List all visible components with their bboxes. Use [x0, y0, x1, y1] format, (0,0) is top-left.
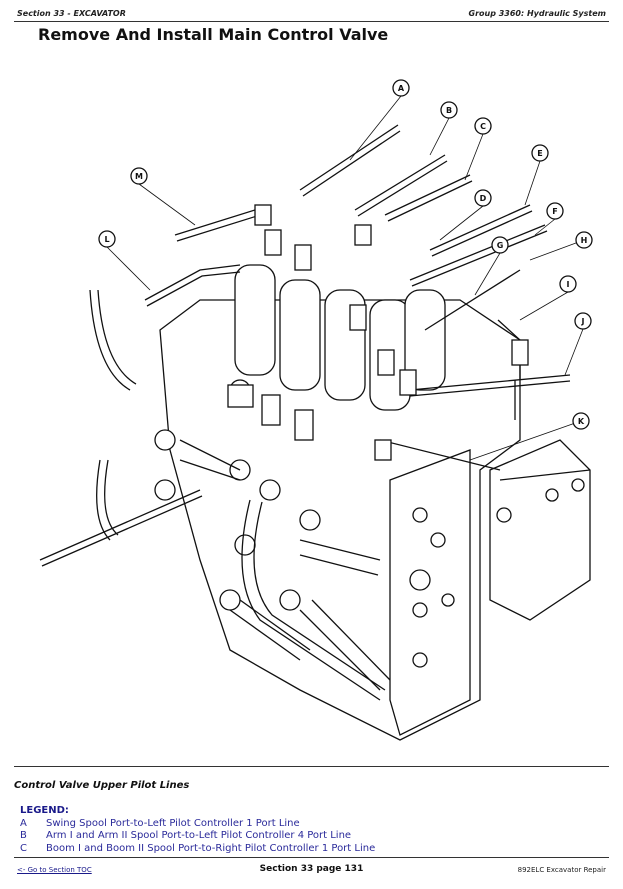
callout-B: B: [440, 101, 458, 119]
legend-key: B: [20, 830, 27, 841]
section-header: Section 33 - EXCAVATOR: [17, 9, 126, 18]
svg-text:K: K: [578, 417, 585, 426]
svg-text:F: F: [552, 207, 557, 216]
callout-A: A: [392, 79, 410, 97]
callout-J: J: [574, 312, 592, 330]
legend-text: Arm I and Arm II Spool Port-to-Left Pilo…: [46, 830, 352, 841]
manual-title: 892ELC Excavator Repair: [517, 866, 606, 874]
header-divider: [14, 21, 609, 22]
figure-divider: [14, 766, 609, 767]
callout-M: M: [130, 167, 148, 185]
legend-key: C: [20, 842, 27, 854]
svg-text:C: C: [480, 122, 486, 131]
svg-text:L: L: [104, 235, 109, 244]
group-header: Group 3360: Hydraulic System: [468, 9, 606, 18]
svg-text:I: I: [567, 280, 570, 289]
svg-text:G: G: [497, 241, 504, 250]
control-valve-diagram: A B C D E F G H I J K L M: [39, 79, 593, 741]
callout-L: L: [98, 230, 116, 248]
legend-key: A: [20, 817, 27, 829]
callout-F: F: [546, 202, 564, 220]
callout-H: H: [575, 231, 593, 249]
svg-text:D: D: [480, 194, 487, 203]
legend-item: B Arm I and Arm II Spool Port-to-Left Pil…: [20, 830, 375, 843]
legend-text: Boom I and Boom II Spool Port-to-Right P…: [46, 842, 376, 854]
section-toc-link[interactable]: <- Go to Section TOC: [17, 866, 92, 874]
page-number: Section 33 page 131: [259, 864, 364, 874]
callout-K: K: [572, 412, 590, 430]
svg-text:J: J: [581, 317, 585, 326]
svg-text:A: A: [398, 84, 405, 93]
callout-D: D: [474, 189, 492, 207]
legend-heading: LEGEND:: [20, 805, 69, 816]
legend-text: Swing Spool Port-to-Left Pilot Controlle…: [46, 817, 300, 829]
callout-G: G: [491, 236, 509, 254]
legend-item: A Swing Spool Port-to-Left Pilot Controll…: [20, 818, 375, 831]
callout-E: E: [531, 144, 549, 162]
callout-C: C: [474, 117, 492, 135]
figure-caption: Control Valve Upper Pilot Lines: [14, 780, 190, 791]
svg-text:H: H: [581, 236, 588, 245]
legend-item: C Boom I and Boom II Spool Port-to-Right …: [20, 843, 375, 856]
legend: LEGEND: A Swing Spool Port-to-Left Pilot …: [20, 805, 375, 855]
svg-text:M: M: [135, 172, 143, 181]
footer-divider: [14, 857, 609, 858]
svg-text:B: B: [446, 106, 452, 115]
page-title: Remove And Install Main Control Valve: [38, 25, 389, 44]
svg-text:E: E: [537, 149, 542, 158]
callout-I: I: [559, 275, 577, 293]
